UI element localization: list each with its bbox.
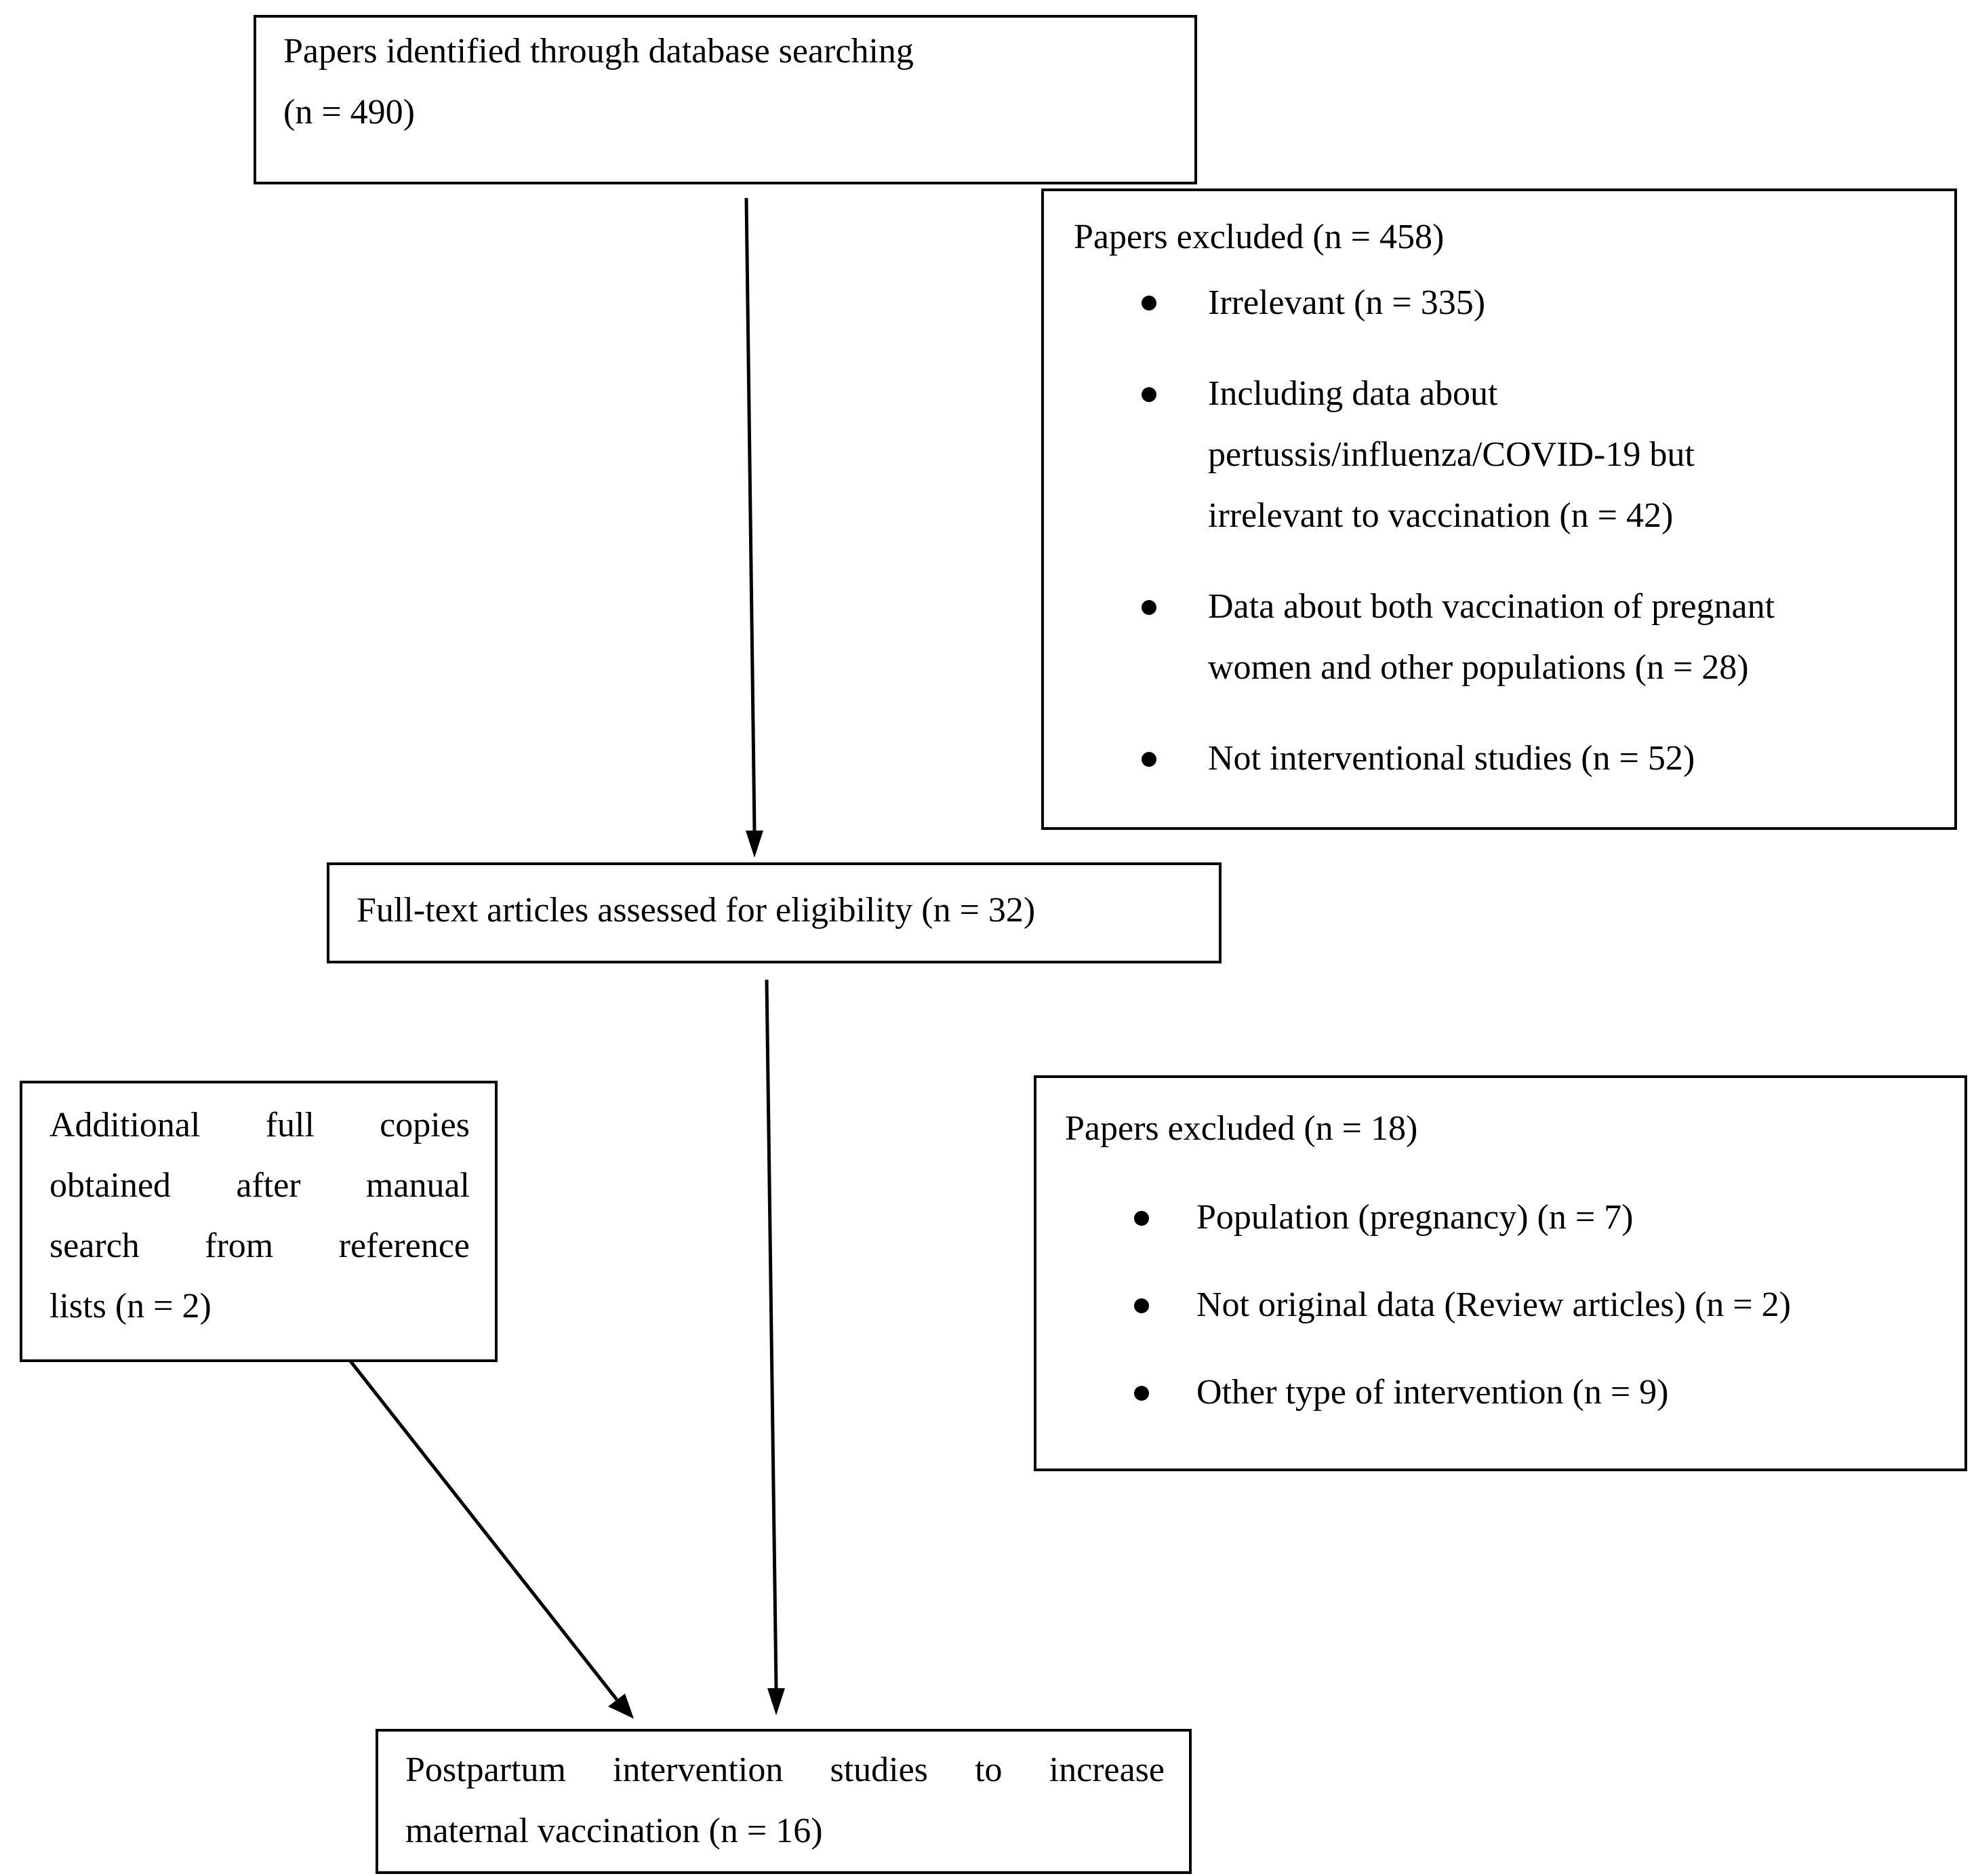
bullet-icon <box>1142 752 1156 767</box>
box-papers-excluded-458: Papers excluded (n = 458) Irrelevant (n … <box>1041 188 1957 830</box>
bullet-icon <box>1142 600 1156 615</box>
bullet-icon <box>1134 1211 1149 1226</box>
box-papers-excluded-18: Papers excluded (n = 18) Population (pre… <box>1034 1075 1967 1471</box>
additional-line-3: search from reference <box>49 1226 470 1265</box>
excluded-458-item-3-line-2: women and other populations (n = 28) <box>1208 648 1749 687</box>
excluded-18-title: Papers excluded (n = 18) <box>1065 1109 1418 1148</box>
excluded-458-item-2-line-1: Including data about <box>1208 374 1498 413</box>
excluded-18-item-2: Not original data (Review articles) (n =… <box>1196 1285 1791 1324</box>
bullet-icon <box>1134 1298 1149 1313</box>
fulltext-label: Full-text articles assessed for eligibil… <box>357 891 1036 930</box>
bullet-icon <box>1142 387 1156 402</box>
excluded-458-item-1: Irrelevant (n = 335) <box>1208 283 1486 322</box>
bullet-icon <box>1134 1386 1149 1401</box>
excluded-458-item-3-line-1: Data about both vaccination of pregnant <box>1208 587 1775 626</box>
additional-line-1: Additional full copies <box>49 1106 470 1144</box>
additional-line-2: obtained after manual <box>49 1166 470 1205</box>
box-papers-identified: Papers identified through database searc… <box>254 15 1197 184</box>
final-line-2: maternal vaccination (n = 16) <box>405 1812 823 1850</box>
excluded-458-item-2-line-3: irrelevant to vaccination (n = 42) <box>1208 496 1674 535</box>
excluded-458-title: Papers excluded (n = 458) <box>1074 218 1445 256</box>
excluded-458-item-4: Not interventional studies (n = 52) <box>1208 739 1695 778</box>
arrow-fulltext-to-final <box>765 979 785 1715</box>
arrow-additional-to-final <box>342 1351 634 1719</box>
box-fulltext-assessed: Full-text articles assessed for eligibil… <box>327 862 1222 963</box>
bullet-icon <box>1142 296 1156 311</box>
identified-line-1: Papers identified through database searc… <box>283 32 914 71</box>
final-line-1: Postpartum intervention studies to incre… <box>405 1751 1165 1789</box>
additional-line-4: lists (n = 2) <box>49 1287 211 1325</box>
identified-line-2: (n = 490) <box>283 93 415 132</box>
excluded-18-item-3: Other type of intervention (n = 9) <box>1196 1373 1669 1412</box>
box-additional-copies: Additional full copies obtained after ma… <box>20 1081 498 1362</box>
excluded-458-item-2-line-2: pertussis/influenza/COVID-19 but <box>1208 435 1695 474</box>
box-postpartum-studies: Postpartum intervention studies to incre… <box>376 1729 1192 1874</box>
excluded-18-item-1: Population (pregnancy) (n = 7) <box>1196 1198 1634 1237</box>
arrow-identified-to-fulltext <box>744 197 763 858</box>
